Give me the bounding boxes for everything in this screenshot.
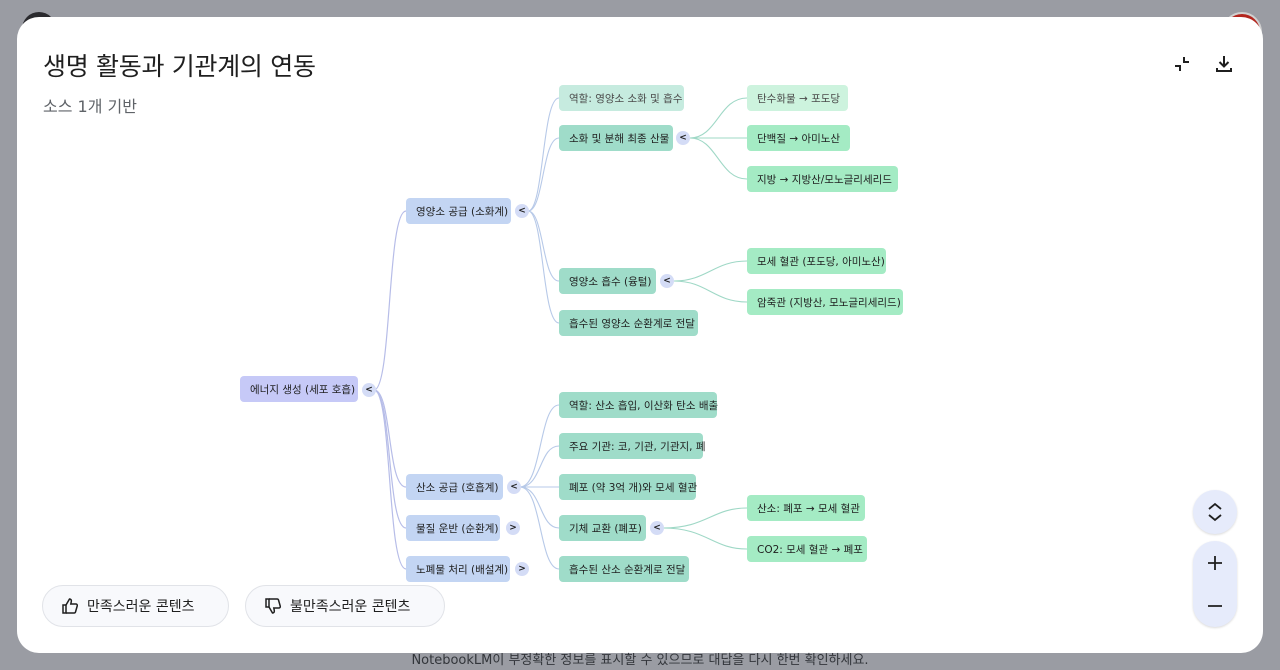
link-resp-gas xyxy=(519,486,560,529)
node-o2[interactable]: 산소: 폐포 → 모세 혈관 xyxy=(747,495,865,521)
node-absorption[interactable]: 영양소 흡수 (융털) xyxy=(559,268,656,294)
node-o2-to-circulation-label: 흡수된 산소 순환계로 전달 xyxy=(569,563,686,576)
collapse-icon xyxy=(1175,57,1189,71)
node-digestion-products-label: 소화 및 분해 최종 산물 xyxy=(569,132,670,145)
link-dig-role xyxy=(527,97,560,212)
minus-icon xyxy=(1208,604,1222,607)
node-resp-organs-label: 주요 기관: 코, 기관, 기관지, 폐 xyxy=(569,440,706,453)
node-lacteal[interactable]: 암죽관 (지방산, 모노글리세리드) xyxy=(747,289,903,315)
link-gas-co2 xyxy=(662,527,748,550)
link-root-excretory xyxy=(373,389,407,570)
mindmap-title: 생명 활동과 기관계의 연동 xyxy=(43,52,316,81)
link-root-circulatory xyxy=(373,389,407,529)
node-alveoli[interactable]: 폐포 (약 3억 개)와 모세 혈관 xyxy=(559,474,698,500)
link-resp-organs xyxy=(519,445,560,488)
link-dig-circ xyxy=(527,210,560,324)
node-resp-organs[interactable]: 주요 기관: 코, 기관, 기관지, 폐 xyxy=(559,433,706,459)
node-fat-label: 지방 → 지방산/모노글리세리드 xyxy=(757,173,892,186)
toggle-digestion[interactable]: < xyxy=(515,204,529,218)
link-resp-role xyxy=(519,404,560,488)
node-co2-label: CO2: 모세 혈관 → 폐포 xyxy=(757,543,863,556)
zoom-in-button[interactable] xyxy=(1193,541,1237,584)
node-o2-label: 산소: 폐포 → 모세 혈관 xyxy=(757,502,860,515)
link-prod-carb xyxy=(689,97,748,139)
node-digestion[interactable]: 영양소 공급 (소화계) xyxy=(406,198,511,224)
link-dig-absorb xyxy=(527,210,560,282)
link-dig-products xyxy=(527,137,560,212)
link-abs-lac xyxy=(673,280,748,303)
link-root-respiratory xyxy=(373,389,407,488)
node-protein-label: 단백질 → 아미노산 xyxy=(757,132,841,145)
node-absorption-label: 영양소 흡수 (융털) xyxy=(569,275,652,288)
node-digestion-products[interactable]: 소화 및 분해 최종 산물 xyxy=(559,125,673,151)
zoom-controls xyxy=(1193,541,1237,627)
node-absorbed-to-circulation[interactable]: 흡수된 영양소 순환계로 전달 xyxy=(559,310,698,336)
node-lacteal-label: 암죽관 (지방산, 모노글리세리드) xyxy=(757,296,901,309)
node-respiratory-label: 산소 공급 (호흡계) xyxy=(416,481,499,494)
negative-feedback-label: 불만족스러운 콘텐츠 xyxy=(290,599,411,615)
node-resp-role-label: 역할: 산소 흡입, 이산화 탄소 배출 xyxy=(569,399,719,412)
node-co2[interactable]: CO2: 모세 혈관 → 폐포 xyxy=(747,536,867,562)
mindmap-canvas[interactable]: 에너지 생성 (세포 호흡) < 영양소 공급 (소화계) < 산소 공급 (호… xyxy=(17,17,1263,653)
node-carb[interactable]: 탄수화물 → 포도당 xyxy=(747,85,848,111)
node-absorbed-to-circulation-label: 흡수된 영양소 순환계로 전달 xyxy=(569,317,695,330)
mindmap-subtitle: 소스 1개 기반 xyxy=(43,97,137,116)
node-digestion-role[interactable]: 역할: 영양소 소화 및 흡수 xyxy=(559,85,684,111)
node-excretory[interactable]: 노폐물 처리 (배설계) xyxy=(406,556,510,582)
link-prod-fat xyxy=(689,137,748,180)
negative-feedback-button[interactable]: 불만족스러운 콘텐츠 xyxy=(245,585,445,627)
thumbs-down-icon xyxy=(265,598,282,614)
plus-icon xyxy=(1208,555,1222,570)
node-gas-exchange-label: 기체 교환 (폐포) xyxy=(569,522,642,535)
node-protein[interactable]: 단백질 → 아미노산 xyxy=(747,125,850,151)
node-excretory-label: 노폐물 처리 (배설계) xyxy=(416,563,509,576)
toggle-digestion-products[interactable]: < xyxy=(676,131,690,145)
positive-feedback-label: 만족스러운 콘텐츠 xyxy=(87,599,195,615)
node-fat[interactable]: 지방 → 지방산/모노글리세리드 xyxy=(747,166,898,192)
node-digestion-role-label: 역할: 영양소 소화 및 흡수 xyxy=(569,92,683,105)
node-alveoli-label: 폐포 (약 3억 개)와 모세 혈관 xyxy=(569,481,698,494)
toggle-respiratory[interactable]: < xyxy=(507,480,521,494)
collapse-button[interactable] xyxy=(1165,47,1199,81)
node-carb-label: 탄수화물 → 포도당 xyxy=(757,92,841,105)
mindmap-links xyxy=(373,97,748,570)
zoom-out-button[interactable] xyxy=(1193,584,1237,627)
node-gas-exchange[interactable]: 기체 교환 (폐포) xyxy=(559,515,646,541)
link-gas-o2 xyxy=(662,507,748,529)
link-resp-o2circ xyxy=(519,486,560,570)
unfold-icon xyxy=(1208,502,1222,522)
node-digestion-label: 영양소 공급 (소화계) xyxy=(416,205,509,218)
toggle-excretory[interactable]: > xyxy=(515,562,529,576)
toggle-absorption[interactable]: < xyxy=(660,274,674,288)
positive-feedback-button[interactable]: 만족스러운 콘텐츠 xyxy=(42,585,229,627)
download-button[interactable] xyxy=(1207,47,1241,81)
node-circulatory[interactable]: 물질 운반 (순환계) xyxy=(406,515,500,541)
node-circulatory-label: 물질 운반 (순환계) xyxy=(416,522,499,535)
node-resp-role[interactable]: 역할: 산소 흡입, 이산화 탄소 배출 xyxy=(559,392,719,418)
download-icon xyxy=(1216,56,1232,72)
thumbs-up-icon xyxy=(62,598,79,614)
link-abs-cap xyxy=(673,260,748,282)
disclaimer-text: NotebookLM이 부정확한 정보를 표시할 수 있으므로 대답을 다시 한… xyxy=(411,653,869,668)
toggle-circulatory[interactable]: > xyxy=(506,521,520,535)
expand-all-button[interactable] xyxy=(1193,490,1237,534)
toggle-gas-exchange[interactable]: < xyxy=(650,521,664,535)
toggle-root[interactable]: < xyxy=(362,383,376,397)
mindmap-modal: 생명 활동과 기관계의 연동 소스 1개 기반 xyxy=(17,17,1263,653)
node-o2-to-circulation[interactable]: 흡수된 산소 순환계로 전달 xyxy=(559,556,689,582)
node-capillary-label: 모세 혈관 (포도당, 아미노산) xyxy=(757,255,885,268)
node-respiratory[interactable]: 산소 공급 (호흡계) xyxy=(406,474,503,500)
link-root-digestion xyxy=(373,210,407,391)
node-root[interactable]: 에너지 생성 (세포 호흡) xyxy=(240,376,358,402)
node-root-label: 에너지 생성 (세포 호흡) xyxy=(250,383,356,396)
node-capillary[interactable]: 모세 혈관 (포도당, 아미노산) xyxy=(747,248,886,274)
